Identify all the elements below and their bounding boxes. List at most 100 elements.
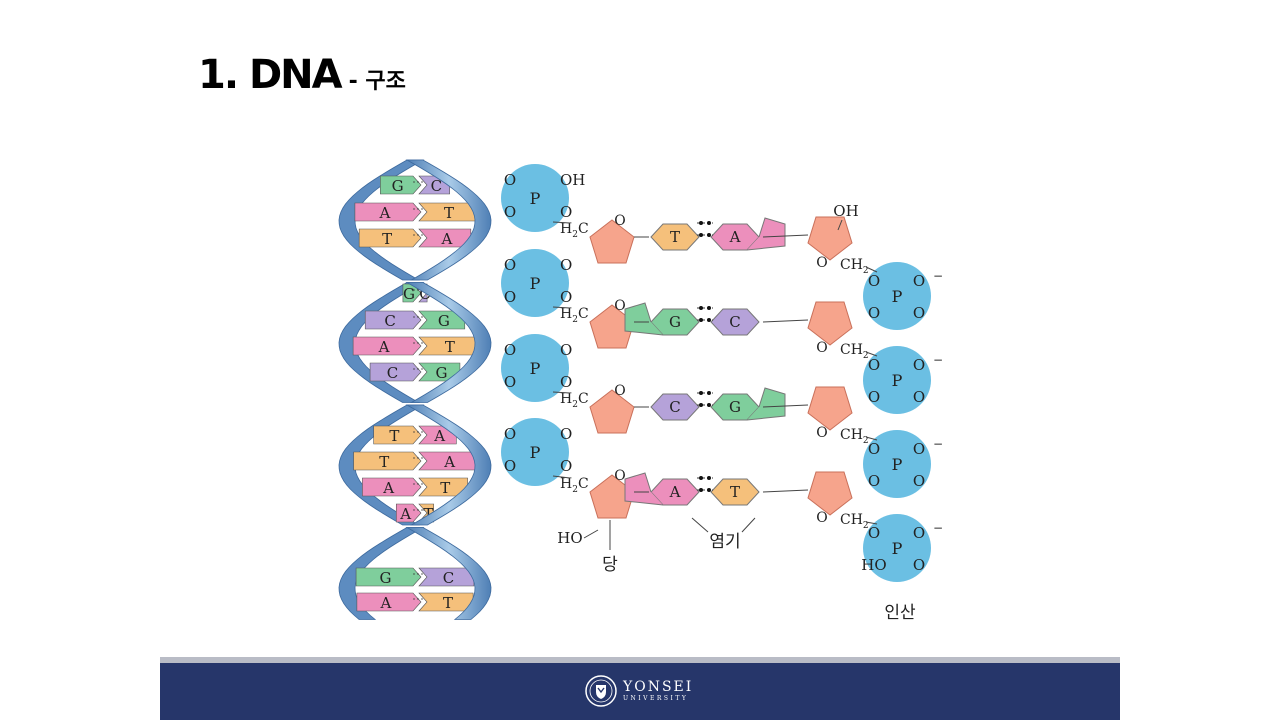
- base-right-label: G: [729, 398, 741, 416]
- oxygen-label: O: [560, 203, 572, 221]
- h2c-label: H2C: [560, 476, 589, 495]
- helix-base-right-label: T: [440, 479, 450, 497]
- base-label: 염기: [709, 532, 740, 552]
- bond-dot: [707, 391, 711, 395]
- carbon: C: [578, 476, 589, 492]
- oxygen-label: O: [868, 472, 880, 490]
- sugar-right: [808, 217, 852, 260]
- bond-dot: [699, 488, 703, 492]
- sugar-left: [590, 220, 634, 263]
- helix-base-right-label: C: [443, 569, 454, 587]
- title-subtitle: - 구조: [349, 69, 406, 94]
- pointer-line: [742, 518, 755, 532]
- bond: [763, 320, 808, 322]
- oxygen-label: O: [816, 510, 827, 526]
- bond-dot: [707, 403, 711, 407]
- helix-base-left-label: A: [399, 505, 411, 523]
- sugar-right: [808, 302, 852, 345]
- oxygen-label: O: [868, 388, 880, 406]
- oh-label: OH: [560, 171, 585, 189]
- nucleotide-ladder: POOOHOPOOOOPOOOOPOOOOPOOOO−POOOO−POOOO−P…: [501, 164, 943, 582]
- bond: [584, 530, 598, 538]
- oxygen-label: O: [913, 304, 925, 322]
- oxygen-label: O: [560, 341, 572, 359]
- ho-label: HO: [557, 529, 582, 547]
- phosphate-p-label: P: [892, 455, 903, 474]
- helix-base-left-label: A: [378, 338, 390, 356]
- base-left-label: C: [669, 398, 680, 416]
- helix-base-left-label: T: [379, 453, 389, 471]
- phosphate-p-label: P: [892, 287, 903, 306]
- phosphate-p-label: P: [530, 274, 541, 293]
- charge-label: −: [933, 353, 943, 367]
- phosphate-p-label: P: [530, 189, 541, 208]
- oxygen-label: O: [868, 304, 880, 322]
- oxygen-label: O: [913, 272, 925, 290]
- oxygen-label: O: [913, 388, 925, 406]
- helix-base-right-label: A: [433, 427, 445, 445]
- bond-dot: [699, 221, 703, 225]
- carbon: C: [578, 221, 589, 237]
- logo-name: YONSEI: [623, 680, 693, 694]
- oxygen-label: O: [913, 440, 925, 458]
- h2c-label: H2C: [560, 221, 589, 240]
- sugar-right: [808, 472, 852, 515]
- ch2-label: CH2: [840, 342, 869, 361]
- oxygen-label: O: [504, 373, 516, 391]
- oxygen-label: O: [913, 524, 925, 542]
- oxygen-label: O: [614, 383, 625, 399]
- oxygen-label: O: [614, 468, 625, 484]
- sugar-right: [808, 387, 852, 430]
- sugar-left: [590, 390, 634, 433]
- bond-dot: [699, 233, 703, 237]
- bond-dot: [707, 318, 711, 322]
- helix-base-right-label: A: [440, 230, 452, 248]
- bond-dot: [699, 476, 703, 480]
- charge-label: −: [933, 437, 943, 451]
- university-logo: YONSEI UNIVERSITY: [585, 675, 693, 707]
- oxygen-label: O: [560, 373, 572, 391]
- base-right-label: A: [729, 228, 741, 246]
- ch2-label: CH2: [840, 427, 869, 446]
- base-right-label: C: [729, 313, 740, 331]
- oxygen-label: O: [868, 356, 880, 374]
- oxygen-label: O: [504, 256, 516, 274]
- helix-base-right-label: A: [443, 453, 455, 471]
- helix-base-right-label: G: [438, 312, 450, 330]
- oxygen-label: O: [868, 524, 880, 542]
- base-left-label: A: [669, 483, 681, 501]
- helix-base-left-label: A: [380, 594, 392, 612]
- oxygen-label: O: [614, 213, 625, 229]
- helix-base-left-label: T: [389, 427, 399, 445]
- oxygen-label: O: [504, 341, 516, 359]
- logo-subtitle: UNIVERSITY: [623, 696, 693, 702]
- oxygen-label: O: [504, 171, 516, 189]
- oxygen-label: O: [913, 556, 925, 574]
- helix-base-right-label: T: [445, 338, 455, 356]
- h2c-label: H2C: [560, 391, 589, 410]
- helix-base-right-label: G: [435, 364, 447, 382]
- oxygen-label: O: [560, 425, 572, 443]
- carbon: C: [578, 306, 589, 322]
- charge-label: −: [933, 269, 943, 283]
- helix-base-pairs: GCATTAGCCGATCGTATAATATGCAT: [353, 176, 477, 612]
- phosphate-label: 인산: [884, 603, 916, 623]
- phosphate-p-label: P: [530, 443, 541, 462]
- sugar-label: 당: [602, 555, 618, 575]
- bond-dot: [699, 306, 703, 310]
- helix-base-left-label: A: [382, 479, 394, 497]
- bond-dot: [707, 221, 711, 225]
- oxygen-label: O: [816, 255, 827, 271]
- oxygen-label: O: [504, 425, 516, 443]
- oxygen-label: O: [913, 356, 925, 374]
- helix-base-right-label: T: [444, 204, 454, 222]
- bond-dot: [699, 403, 703, 407]
- slide-title: 1. DNA- 구조: [198, 52, 406, 98]
- phosphate-p-label: P: [530, 359, 541, 378]
- phosphate-p-label: P: [892, 371, 903, 390]
- ch2-label: CH2: [840, 257, 869, 276]
- oxygen-label: O: [816, 425, 827, 441]
- oxygen-label: O: [868, 272, 880, 290]
- oh-label: OH: [833, 202, 858, 220]
